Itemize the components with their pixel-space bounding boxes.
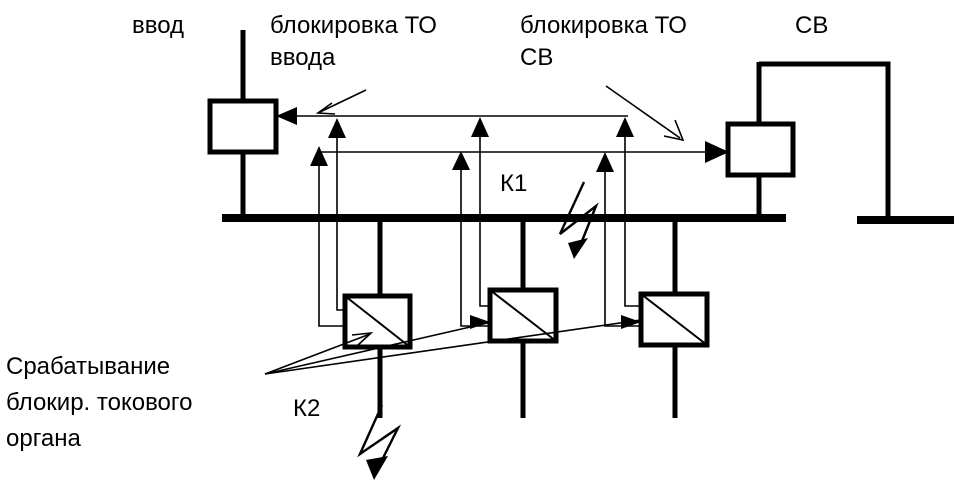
label-block-to-sv-1: блокировка ТО xyxy=(520,12,687,39)
label-sv: СВ xyxy=(795,12,828,39)
feeder-2-relay xyxy=(487,287,559,344)
incomer-block-arrowhead xyxy=(276,107,297,125)
sectional-block-arrowhead xyxy=(705,141,729,163)
incomer-breaker xyxy=(207,98,279,155)
pointer-trigger-2 xyxy=(264,321,493,375)
feeder-3-arrow-vvod xyxy=(616,117,634,137)
fault-k1-icon xyxy=(558,181,599,259)
feeder-3-signal-sv xyxy=(604,172,641,327)
label-block-to-sv-2: СВ xyxy=(520,44,553,71)
feeder-1-relay xyxy=(342,293,413,350)
sectional-breaker xyxy=(725,121,796,178)
feeder-2-arrow-sv xyxy=(452,151,470,170)
feeder-3-signal-vvod xyxy=(624,137,641,307)
feeder-1-signal-vvod xyxy=(336,138,345,311)
pointer-block-to-vvoda xyxy=(319,89,367,113)
label-trigger-1: Срабатывание xyxy=(6,353,170,380)
feeder-2-signal-vvod xyxy=(479,137,490,307)
feeder-1-arrow-vvod xyxy=(328,118,346,138)
signal-lines xyxy=(276,107,729,329)
label-trigger-2: блокир. токового xyxy=(6,389,192,416)
label-block-to-vvoda-2: ввода xyxy=(270,44,336,71)
pointer-block-to-sv-head xyxy=(663,119,685,142)
pointer-block-to-vvoda-head xyxy=(315,102,336,115)
feeder-2-signal-sv xyxy=(460,170,490,327)
label-k1: К1 xyxy=(500,170,527,197)
sectional-line-route xyxy=(759,61,891,222)
pointer-trigger-1 xyxy=(264,333,371,375)
feeder-2-arrow-vvod xyxy=(471,117,489,137)
pointer-block-to-sv xyxy=(605,85,681,139)
power-circuit xyxy=(207,30,954,418)
feeder-1-signal-sv xyxy=(318,166,345,327)
feeder-3-arrow-sv xyxy=(596,152,614,172)
pointer-trigger-3 xyxy=(264,319,642,375)
label-vvod: ввод xyxy=(132,12,184,39)
label-pointers xyxy=(264,85,685,375)
feeder-1-arrow-sv xyxy=(310,146,328,166)
feeder-3-relay xyxy=(638,291,710,348)
label-trigger-3: органа xyxy=(6,425,82,452)
fault-k2-icon xyxy=(357,404,402,480)
label-k2: К2 xyxy=(293,395,320,422)
label-block-to-vvoda-1: блокировка ТО xyxy=(270,12,437,39)
pointer-trigger-1-head xyxy=(351,331,374,347)
